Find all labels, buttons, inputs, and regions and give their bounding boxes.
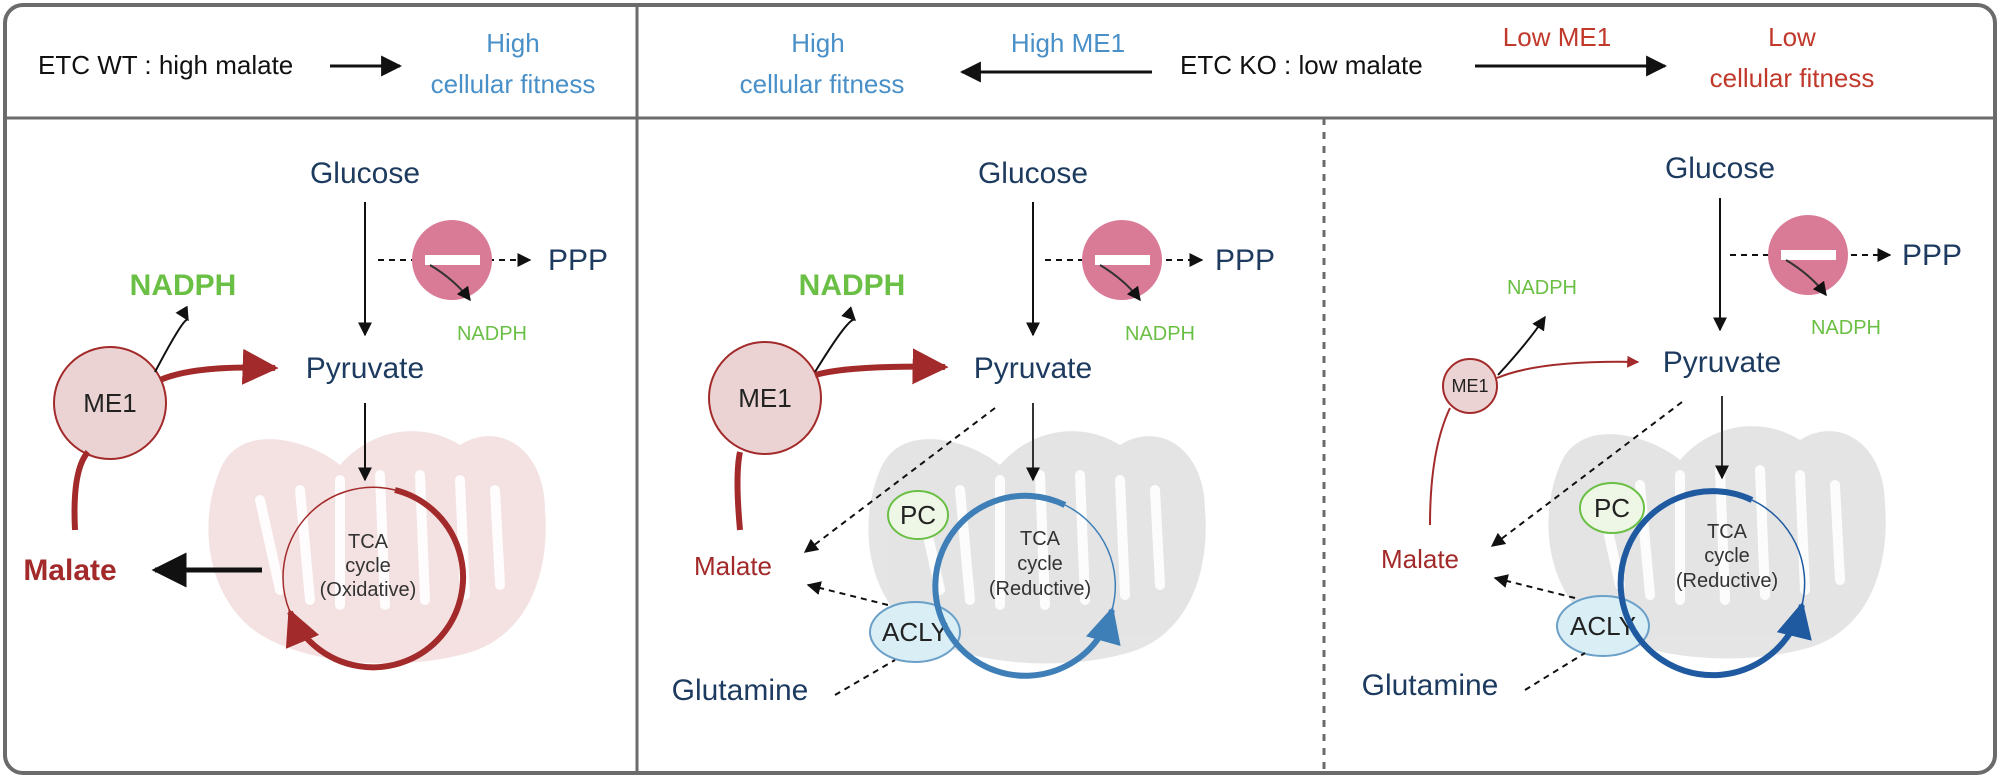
pc-node bbox=[887, 490, 949, 540]
pc-label: PC bbox=[1594, 493, 1630, 523]
nadph-main-label: NADPH bbox=[799, 269, 906, 302]
tca-line1: TCA bbox=[1020, 528, 1061, 550]
nadph-main-label: NADPH bbox=[1507, 277, 1577, 299]
tca-line1: TCA bbox=[348, 531, 389, 553]
dashed-connector bbox=[1524, 652, 1586, 691]
arrow-icon bbox=[71, 450, 91, 531]
tca-line2: cycle bbox=[1017, 553, 1063, 575]
ko-state-label: ETC KO : low malate bbox=[1180, 50, 1423, 80]
pyruvate-label: Pyruvate bbox=[1663, 346, 1781, 379]
arrow-icon bbox=[806, 581, 889, 606]
arrow-icon bbox=[814, 348, 949, 385]
tca-line2: cycle bbox=[345, 555, 391, 577]
nadph-small-label: NADPH bbox=[1125, 323, 1195, 345]
panel-ko-high: Glucose PPP NADPH NADPH Pyruvate ME1 Mal… bbox=[672, 157, 1275, 707]
pyruvate-label: Pyruvate bbox=[306, 352, 424, 385]
glutamine-label: Glutamine bbox=[672, 674, 809, 707]
outer-frame bbox=[3, 3, 1997, 775]
ko-low-outcome-line1: Low bbox=[1768, 22, 1816, 52]
nadph-small-label: NADPH bbox=[1811, 317, 1881, 339]
pc-label: PC bbox=[900, 500, 936, 530]
arrow-icon bbox=[154, 305, 189, 373]
ppp-enzyme-icon bbox=[1082, 220, 1162, 302]
acly-label: ACLY bbox=[882, 617, 948, 647]
arrow-icon bbox=[1496, 355, 1640, 379]
tca-cycle-thin-arc bbox=[1751, 499, 1806, 606]
tca-line3: (Reductive) bbox=[989, 578, 1091, 600]
arrow-icon bbox=[158, 348, 279, 385]
tca-line3: (Reductive) bbox=[1676, 570, 1778, 592]
me1-label: ME1 bbox=[738, 383, 791, 413]
me1-node bbox=[53, 346, 167, 460]
pyruvate-label: Pyruvate bbox=[974, 352, 1092, 385]
me1-label: ME1 bbox=[83, 388, 136, 418]
low-me1-label: Low ME1 bbox=[1503, 22, 1611, 52]
pc-node bbox=[1579, 482, 1645, 534]
arrow-icon bbox=[803, 407, 996, 553]
malate-label: Malate bbox=[23, 554, 116, 587]
tca-cycle-icon bbox=[285, 487, 467, 671]
ko-high-outcome-line2: cellular fitness bbox=[740, 69, 905, 99]
ppp-enzyme-icon bbox=[1768, 215, 1848, 297]
me1-node bbox=[708, 341, 822, 455]
tca-cycle-icon bbox=[932, 492, 1121, 679]
ko-low-outcome-line2: cellular fitness bbox=[1710, 63, 1875, 93]
glucose-label: Glucose bbox=[310, 157, 420, 190]
ppp-enzyme-icon bbox=[412, 220, 492, 302]
tca-cycle-icon bbox=[1617, 488, 1812, 679]
tca-line3: (Oxidative) bbox=[320, 579, 417, 601]
ppp-label: PPP bbox=[1215, 244, 1275, 277]
malate-label: Malate bbox=[1381, 544, 1459, 574]
arrow-icon bbox=[1490, 401, 1683, 547]
high-me1-label: High ME1 bbox=[1011, 28, 1125, 58]
glucose-label: Glucose bbox=[978, 157, 1088, 190]
panel-wt: Glucose PPP NADPH NADPH Pyruvate ME1 Mal… bbox=[23, 157, 608, 671]
arrow-icon bbox=[1497, 315, 1546, 376]
dashed-connector bbox=[834, 659, 896, 696]
tca-cycle-thin-arc bbox=[1064, 504, 1117, 611]
wt-outcome-line1: High bbox=[486, 28, 539, 58]
wt-state-label: ETC WT : high malate bbox=[38, 50, 293, 80]
panel-ko-low: Glucose PPP NADPH NADPH Pyruvate ME1 Mal… bbox=[1362, 152, 1962, 702]
arrow-icon bbox=[734, 451, 743, 531]
glucose-label: Glucose bbox=[1665, 152, 1775, 185]
me1-label: ME1 bbox=[1451, 376, 1488, 396]
nadph-small-label: NADPH bbox=[457, 323, 527, 345]
tca-line2: cycle bbox=[1704, 545, 1750, 567]
wt-outcome-line2: cellular fitness bbox=[431, 69, 596, 99]
acly-node bbox=[869, 601, 961, 663]
tca-cycle-thin-arc bbox=[282, 486, 396, 613]
arrow-icon bbox=[1429, 407, 1451, 526]
malate-label: Malate bbox=[694, 551, 772, 581]
ppp-label: PPP bbox=[1902, 239, 1962, 272]
arrow-icon bbox=[814, 306, 856, 373]
ppp-label: PPP bbox=[548, 244, 608, 277]
ko-high-outcome-line1: High bbox=[791, 28, 844, 58]
tca-line1: TCA bbox=[1707, 521, 1748, 543]
arrow-icon bbox=[1493, 574, 1576, 599]
glutamine-label: Glutamine bbox=[1362, 669, 1499, 702]
nadph-main-label: NADPH bbox=[130, 269, 237, 302]
me1-node bbox=[1442, 358, 1498, 414]
